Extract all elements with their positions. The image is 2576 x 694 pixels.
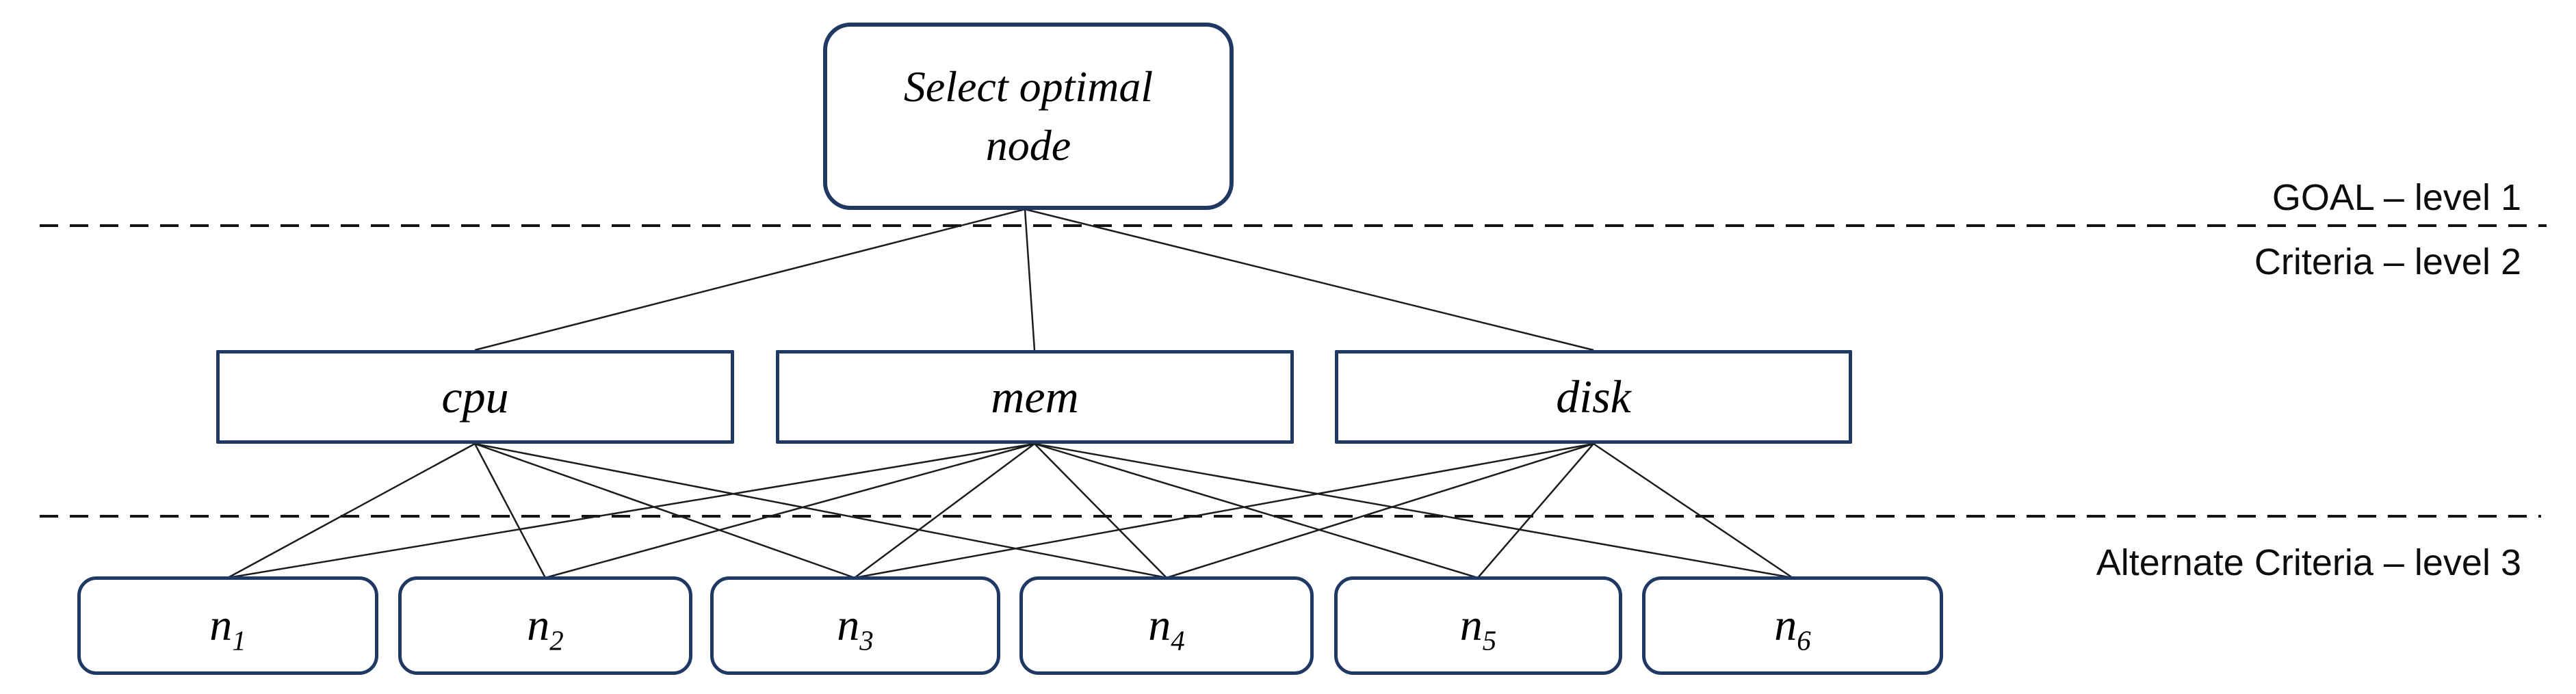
criterion-box-mem: mem bbox=[776, 350, 1294, 444]
edge-goal-mem bbox=[1024, 209, 1036, 351]
criterion-label-mem: mem bbox=[991, 371, 1079, 423]
edge-disk-n4 bbox=[1166, 442, 1594, 579]
edge-cpu-n4 bbox=[474, 442, 1167, 579]
alternative-label-n2: n2 bbox=[527, 600, 564, 656]
level-3-label: Alternate Criteria – level 3 bbox=[2096, 542, 2521, 583]
edge-goal-disk bbox=[1024, 208, 1594, 351]
alternative-label-n6: n6 bbox=[1774, 600, 1811, 656]
edge-cpu-n2 bbox=[473, 443, 547, 578]
criterion-box-disk: disk bbox=[1335, 350, 1852, 444]
edge-disk-n5 bbox=[1477, 443, 1594, 578]
criterion-box-cpu: cpu bbox=[216, 350, 734, 444]
alternative-box-n2: n2 bbox=[398, 576, 692, 675]
criterion-label-cpu: cpu bbox=[441, 371, 509, 423]
alternative-label-n5: n5 bbox=[1459, 600, 1497, 656]
goal-node-box: Select optimal node bbox=[823, 23, 1234, 210]
criterion-label-disk: disk bbox=[1556, 371, 1631, 423]
edge-mem-n6 bbox=[1034, 442, 1793, 579]
edge-goal-cpu bbox=[474, 208, 1026, 351]
alternative-box-n3: n3 bbox=[710, 576, 1000, 675]
alternative-label-n1: n1 bbox=[209, 600, 246, 656]
edge-mem-n5 bbox=[1034, 442, 1479, 579]
edge-cpu-n3 bbox=[474, 442, 855, 579]
alternative-label-n3: n3 bbox=[837, 600, 874, 656]
alternative-box-n6: n6 bbox=[1642, 576, 1943, 675]
level-1-label: GOAL – level 1 bbox=[2272, 177, 2521, 218]
alternative-box-n1: n1 bbox=[77, 576, 378, 675]
edge-mem-n2 bbox=[545, 442, 1035, 579]
edge-mem-n4 bbox=[1034, 443, 1167, 578]
alternative-label-n4: n4 bbox=[1148, 600, 1185, 656]
alternative-box-n4: n4 bbox=[1019, 576, 1314, 675]
goal-node-label: Select optimal node bbox=[903, 62, 1154, 170]
edge-cpu-n1 bbox=[227, 442, 476, 579]
edge-disk-n6 bbox=[1593, 442, 1793, 579]
edge-mem-n1 bbox=[227, 442, 1035, 579]
level-2-label: Criteria – level 2 bbox=[2254, 241, 2521, 282]
alternative-box-n5: n5 bbox=[1334, 576, 1622, 675]
edge-mem-n3 bbox=[854, 442, 1035, 579]
edge-disk-n3 bbox=[854, 442, 1594, 579]
